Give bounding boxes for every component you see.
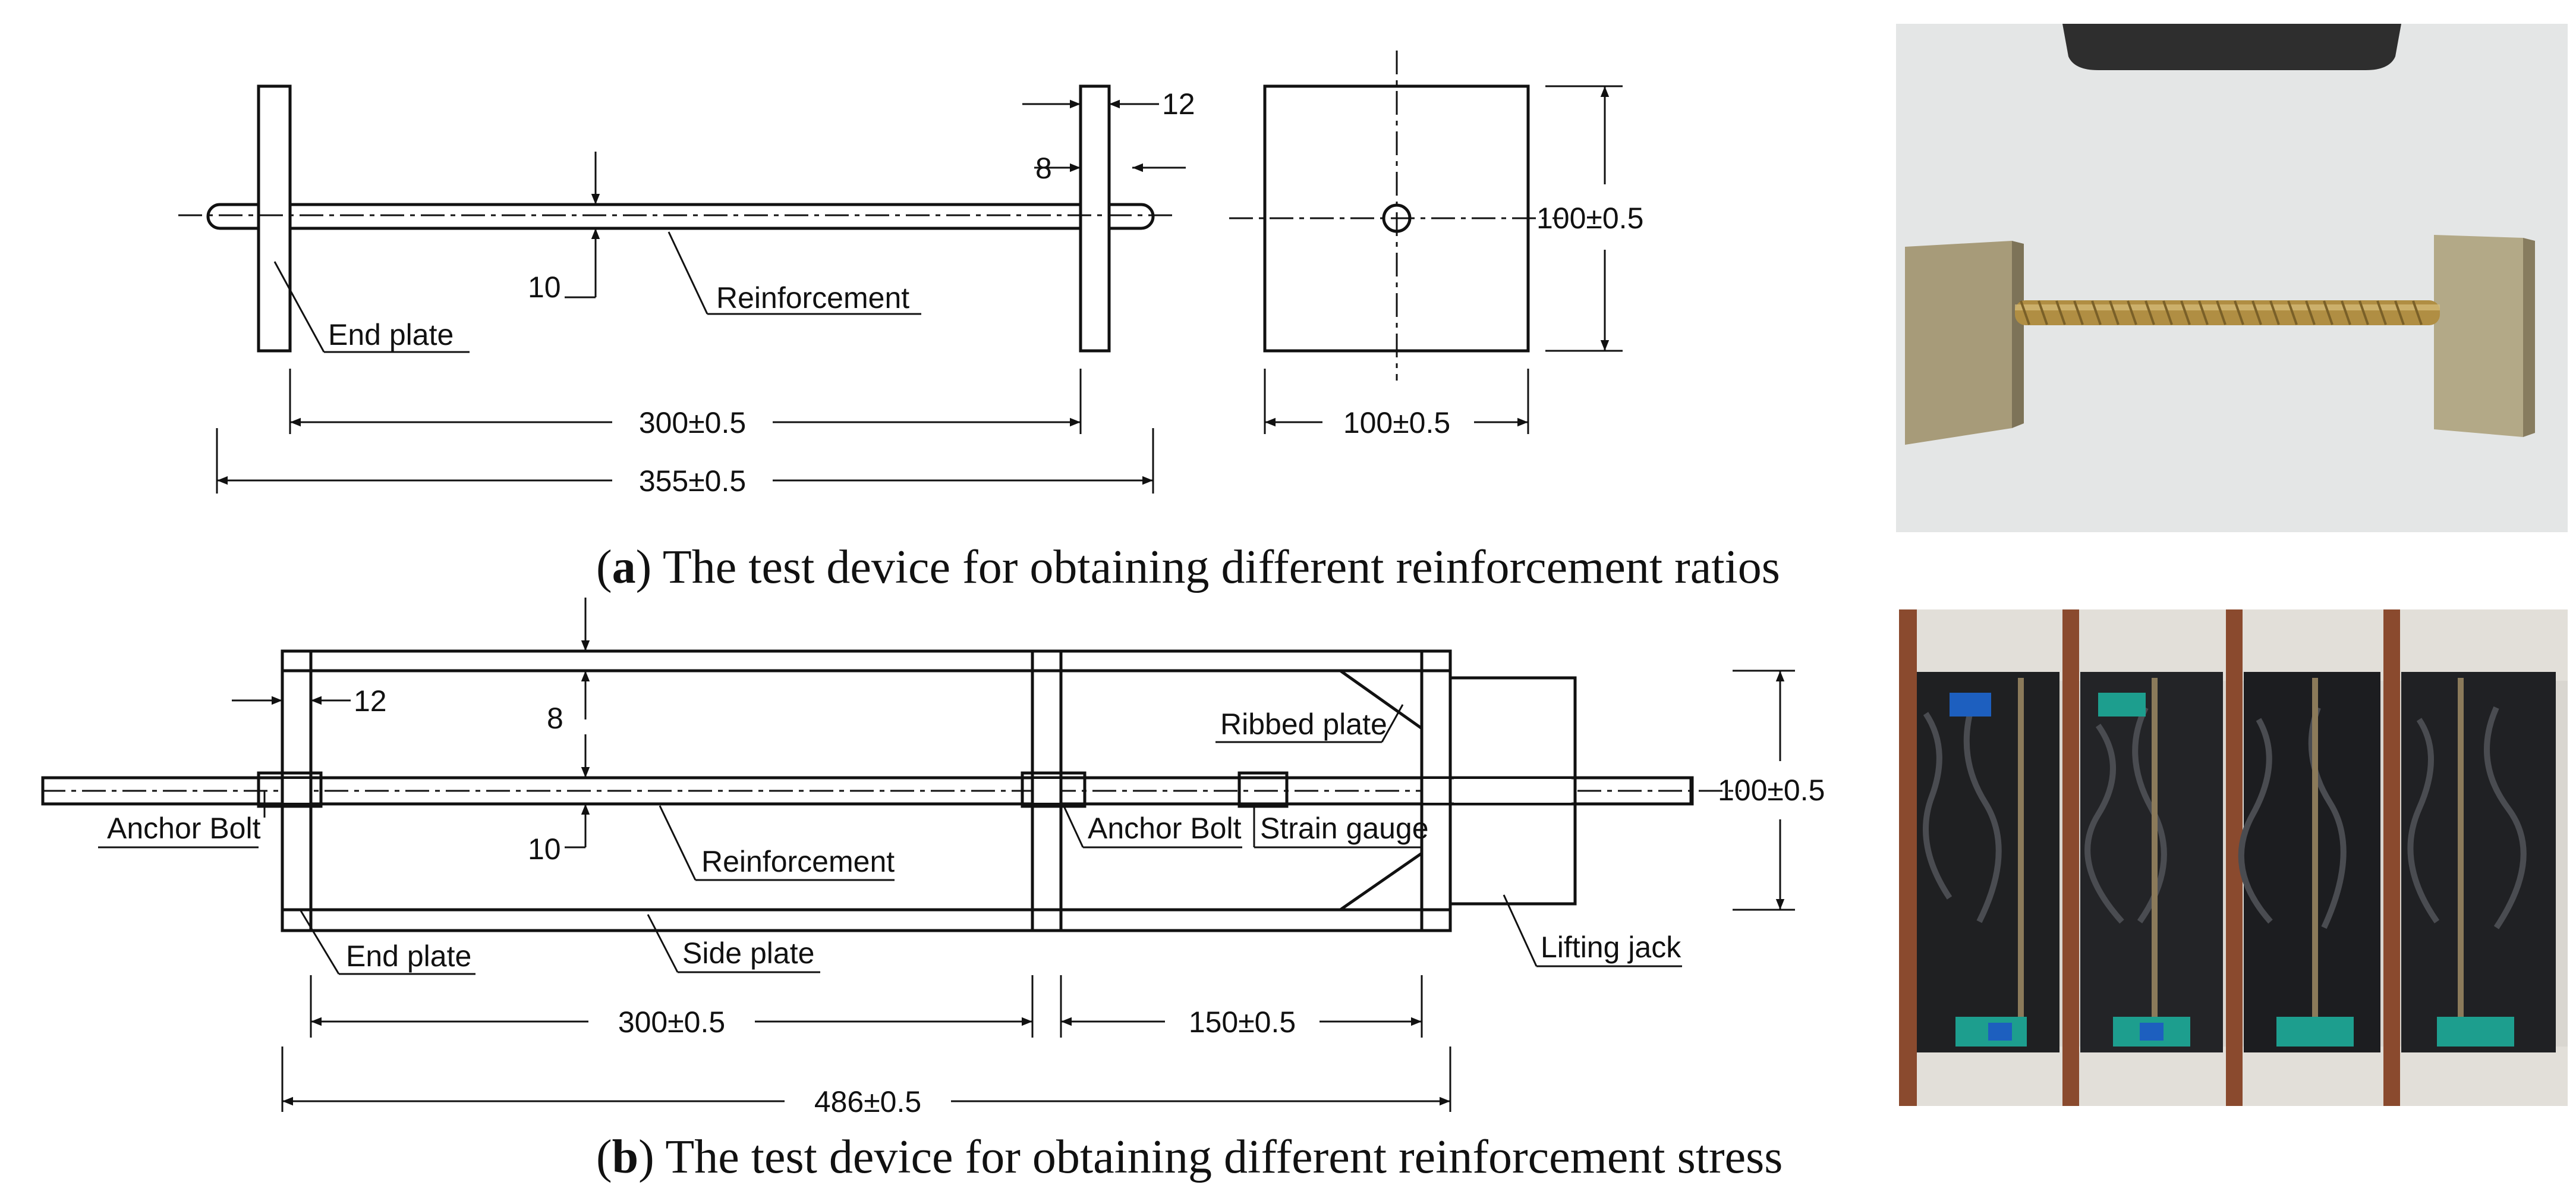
label-end-plate-a: End plate [328,318,454,351]
anchor-bolt-right [1021,771,1087,808]
label-end-plate-b: End plate [346,939,471,973]
panel-a-photo [1896,24,2568,532]
dim-inner-length-a: 300±0.5 [639,406,746,439]
panel-b-photo [1899,609,2568,1106]
dim-plate-thickness-a: 12 [1162,87,1195,121]
label-lifting-jack: Lifting jack [1541,931,1681,964]
label-strain-gauge: Strain gauge [1260,812,1429,845]
dim-plate-height-a: 100±0.5 [1536,202,1643,235]
panel-a-drawing: 12 8 10 Reinforcement End plate 300±0.5 … [178,51,1643,498]
caption-a: (a) The test device for obtaining differ… [596,541,1780,593]
label-anchor-bolt-right: Anchor Bolt [1088,812,1242,845]
bar-end-left [206,203,259,230]
caption-b: (b) The test device for obtaining differ… [596,1131,1783,1183]
dim-inner-length-b: 300±0.5 [618,1005,725,1039]
end-plate-left [257,84,292,353]
dim-gap-b: 8 [547,702,563,735]
dim-gap-a: 8 [1035,152,1052,185]
end-plate-right [1079,84,1111,353]
dim-jack-length-b: 150±0.5 [1189,1005,1296,1039]
bar-end-right [1109,203,1155,230]
label-side-plate: Side plate [682,937,814,970]
dim-bar-diameter-b: 10 [528,832,561,866]
label-anchor-bolt-left: Anchor Bolt [107,812,261,845]
reinforcement-bar [288,203,1082,230]
dim-plate-width-a: 100±0.5 [1343,406,1450,439]
anchor-bolt-left [257,771,323,808]
dim-bar-diameter-a: 10 [528,271,561,304]
dim-total-length-a: 355±0.5 [639,464,746,498]
bar-hole [1382,203,1412,233]
dim-plate-thickness-b: 12 [354,684,387,718]
label-reinforcement-b: Reinforcement [701,845,895,878]
dim-height-b: 100±0.5 [1718,774,1825,807]
dim-total-length-b: 486±0.5 [814,1085,921,1118]
label-ribbed-plate: Ribbed plate [1220,708,1387,741]
strain-gauge [1237,771,1289,808]
label-reinforcement-a: Reinforcement [716,281,909,315]
panel-b-drawing: 12 8 10 Anchor Bolt Anchor Bolt Strain g… [41,598,1825,1118]
